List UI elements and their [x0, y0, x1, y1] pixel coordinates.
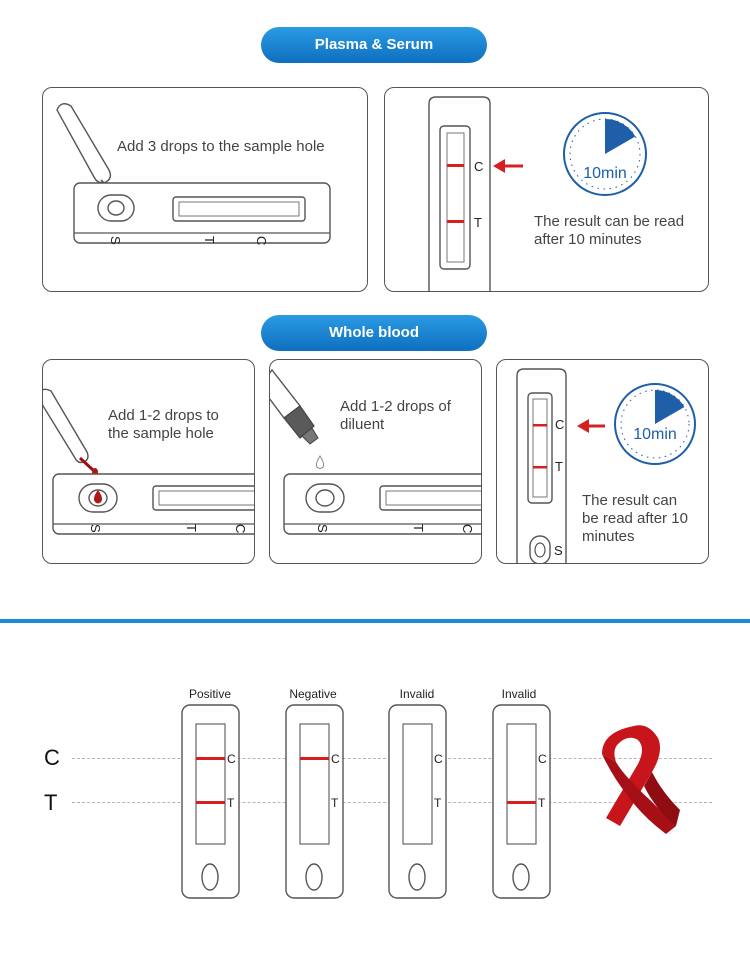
svg-text:10min: 10min — [633, 426, 677, 443]
result-c-label: C — [474, 159, 483, 174]
cassette-c-label: C — [254, 236, 269, 245]
strip-t-label: T — [434, 796, 442, 810]
arrow-left-icon — [577, 419, 605, 433]
result-s-label: S — [554, 543, 563, 558]
panel-whole-blood-result: C T S 10min The result can be read after… — [496, 359, 709, 564]
panel-plasma-step1: Add 3 drops to the sample hole S T C — [42, 87, 368, 292]
control-line — [533, 424, 547, 427]
row-c-letter: C — [44, 745, 60, 770]
plasma-step1-text: Add 3 drops to the sample hole — [117, 138, 325, 155]
cassette-s-label: S — [108, 236, 123, 245]
strip-t-label: T — [331, 796, 339, 810]
arrow-left-icon — [493, 159, 523, 173]
whole-blood-step2-line1: Add 1-2 drops of — [340, 398, 451, 415]
control-line — [447, 164, 464, 167]
whole-blood-result-illustration: C T S 10min — [516, 368, 696, 563]
strip-t-label: T — [227, 796, 235, 810]
whole-blood-step1-line2: the sample hole — [108, 425, 214, 442]
column-label-invalid-2: Invalid — [501, 687, 537, 701]
result-strip-3: CT — [388, 704, 447, 899]
row-t-letter: T — [44, 790, 58, 815]
test-cassette-horizontal: S T C — [283, 473, 481, 535]
cassette-s-label: S — [88, 524, 103, 533]
panel-whole-blood-step1: Add 1-2 drops to the sample hole S T C — [42, 359, 255, 564]
section-divider — [0, 619, 750, 623]
timer-10min-icon: 10min — [614, 383, 696, 465]
test-cassette-horizontal: S T C — [52, 473, 254, 535]
svg-text:10min: 10min — [583, 165, 627, 182]
strip-c-label: C — [538, 752, 547, 766]
strip-test-line — [507, 801, 536, 804]
result-strip-4: CT — [492, 704, 551, 899]
section-title-whole-blood: Whole blood — [261, 315, 487, 351]
cassette-c-label: C — [460, 524, 475, 533]
whole-blood-result-line1: The result can — [582, 492, 678, 509]
column-label-invalid-1: Invalid — [399, 687, 435, 701]
whole-blood-result-line2: be read after 10 — [582, 510, 688, 527]
whole-blood-step1-line1: Add 1-2 drops to — [108, 407, 219, 424]
timer-10min-icon: 10min — [563, 112, 647, 196]
plasma-result-text-line2: after 10 minutes — [534, 231, 642, 248]
whole-blood-step1-illustration: S T C — [43, 388, 254, 535]
result-strip-2: CT — [285, 704, 344, 899]
test-line — [533, 466, 547, 469]
sample-well — [512, 863, 530, 891]
cassette-c-label: C — [233, 524, 248, 533]
result-t-label: T — [474, 215, 482, 230]
whole-blood-step2-line2: diluent — [340, 416, 385, 433]
panel-plasma-result: C T 10min The result can be read after 1… — [384, 87, 709, 292]
red-ribbon-icon — [602, 725, 680, 834]
sample-well — [201, 863, 219, 891]
result-strip-1: CT — [181, 704, 240, 899]
plasma-result-illustration: C T 10min — [428, 96, 647, 291]
column-label-positive: Positive — [188, 687, 232, 701]
test-line — [447, 220, 464, 223]
whole-blood-step2-illustration: S T C — [270, 368, 481, 535]
plasma-result-text-line1: The result can be read — [534, 213, 685, 230]
cassette-t-label: T — [411, 524, 426, 532]
strip-c-label: C — [331, 752, 340, 766]
section-title-plasma-serum: Plasma & Serum — [261, 27, 487, 63]
cassette-t-label: T — [202, 236, 217, 244]
plasma-step1-illustration: S T C — [56, 103, 331, 245]
strip-c-label: C — [434, 752, 443, 766]
sample-well — [408, 863, 426, 891]
panel-whole-blood-step2: Add 1-2 drops of diluent S T C — [269, 359, 482, 564]
cassette-t-label: T — [184, 524, 199, 532]
result-t-label: T — [555, 459, 563, 474]
strip-control-line — [196, 757, 225, 760]
test-cassette-vertical: C T S — [516, 368, 567, 563]
strip-t-label: T — [538, 796, 546, 810]
strip-control-line — [300, 757, 329, 760]
column-label-negative: Negative — [289, 687, 337, 701]
test-cassette-horizontal: S T C — [73, 182, 331, 245]
cassette-s-label: S — [315, 524, 330, 533]
diluent-bottle-icon — [270, 368, 319, 445]
strip-test-line — [196, 801, 225, 804]
result-c-label: C — [555, 417, 564, 432]
test-cassette-vertical: C T — [428, 96, 491, 291]
sample-well — [305, 863, 323, 891]
whole-blood-result-line3: minutes — [582, 528, 635, 545]
strip-c-label: C — [227, 752, 236, 766]
